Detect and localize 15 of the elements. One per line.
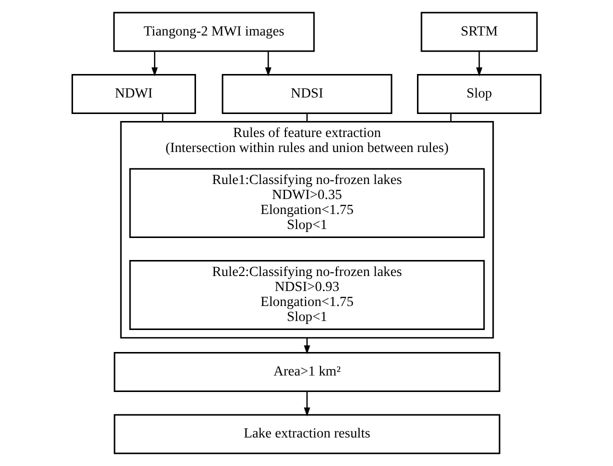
- arrow: [151, 51, 158, 76]
- node-box: Lake extraction results: [114, 414, 500, 454]
- node-box: Area>1 km²: [114, 352, 500, 392]
- node-box: Tiangong-2 MWI images: [113, 12, 315, 52]
- arrow: [304, 391, 310, 417]
- connector: [162, 113, 164, 122]
- node-box: Rule1:Classifying no-frozen lakes NDWI>0.35 Elongation<1.75 Slop<1: [129, 168, 485, 238]
- node-box: NDSI: [222, 74, 392, 114]
- node-box: SRTM: [420, 12, 538, 52]
- node-box: Rule2:Classifying no-frozen lakes NDSI>0.93 Elongation<1.75 Slop<1: [129, 260, 485, 330]
- node-box: NDWI: [72, 74, 196, 114]
- node-box: Slop: [416, 74, 542, 114]
- connector: [450, 113, 452, 122]
- arrow: [265, 51, 272, 76]
- arrow: [476, 51, 482, 76]
